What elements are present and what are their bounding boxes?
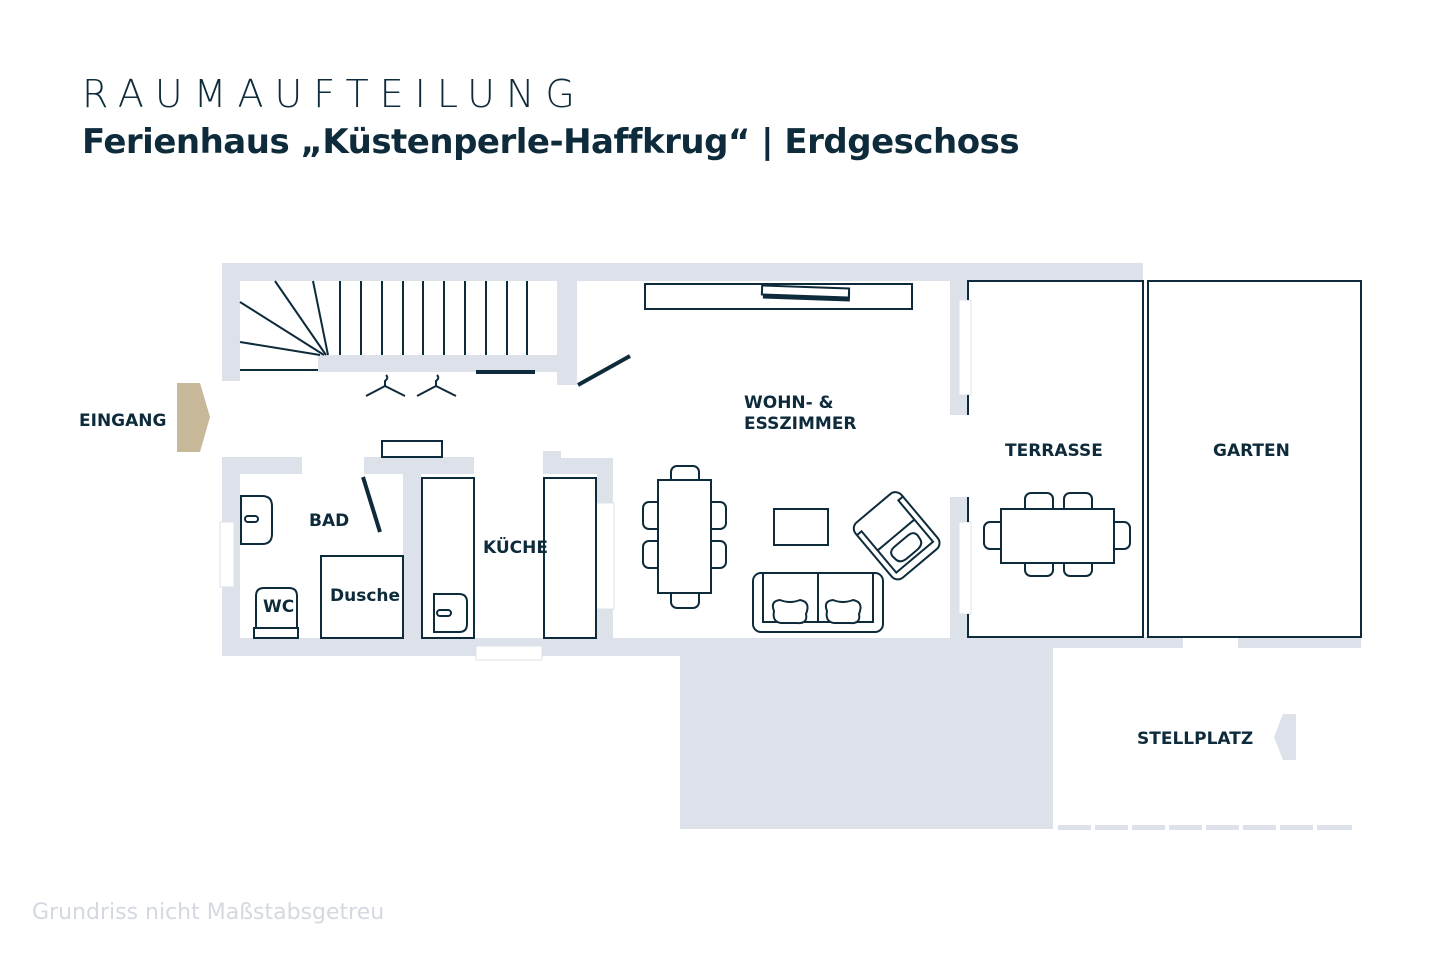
- staircase: [239, 280, 528, 371]
- label-entrance: EINGANG: [79, 411, 166, 431]
- toilet-cistern: [253, 627, 299, 639]
- kitchen-counter-right: [543, 477, 597, 639]
- shower-tray: [320, 555, 404, 639]
- coffee-table: [773, 508, 829, 546]
- living-door: [577, 354, 631, 387]
- label-bath: BAD: [309, 511, 349, 531]
- parking-markings: [1058, 825, 1352, 830]
- dining-table: [642, 465, 727, 609]
- entrance-arrow-icon: [177, 383, 210, 452]
- label-parking: STELLPLATZ: [1137, 729, 1253, 749]
- label-kitchen: KÜCHE: [483, 536, 548, 558]
- label-living-line1: WOHN- &: [744, 393, 834, 413]
- sofa-icon: [752, 572, 884, 633]
- tv-icon: [760, 284, 851, 302]
- coat-hanger-icon: [365, 374, 457, 397]
- label-living-line2: ESSZIMMER: [744, 414, 857, 434]
- label-garden: GARTEN: [1213, 441, 1290, 461]
- terrace-outline: [967, 280, 1144, 638]
- armchair-icon: [852, 491, 941, 581]
- hall-cabinet: [381, 440, 443, 458]
- shoe-rack: [476, 370, 535, 374]
- terrace-table: [983, 492, 1131, 577]
- page-subtitle: Ferienhaus „Küstenperle-Haffkrug“ | Erdg…: [82, 122, 1020, 162]
- label-shower: Dusche: [330, 586, 400, 606]
- label-terrace: TERRASSE: [1005, 441, 1103, 461]
- page-title: RAUMAUFTEILUNG: [82, 72, 586, 116]
- parking-arrow-icon: [1274, 714, 1296, 760]
- kitchen-sink-drain: [436, 609, 452, 617]
- toilet-icon: [255, 587, 298, 629]
- scale-disclaimer: Grundriss nicht Maßstabsgetreu: [32, 900, 385, 925]
- garden-outline: [1147, 280, 1362, 638]
- label-wc: WC: [263, 597, 294, 617]
- washbasin-drain: [244, 515, 259, 523]
- bath-door: [361, 476, 382, 533]
